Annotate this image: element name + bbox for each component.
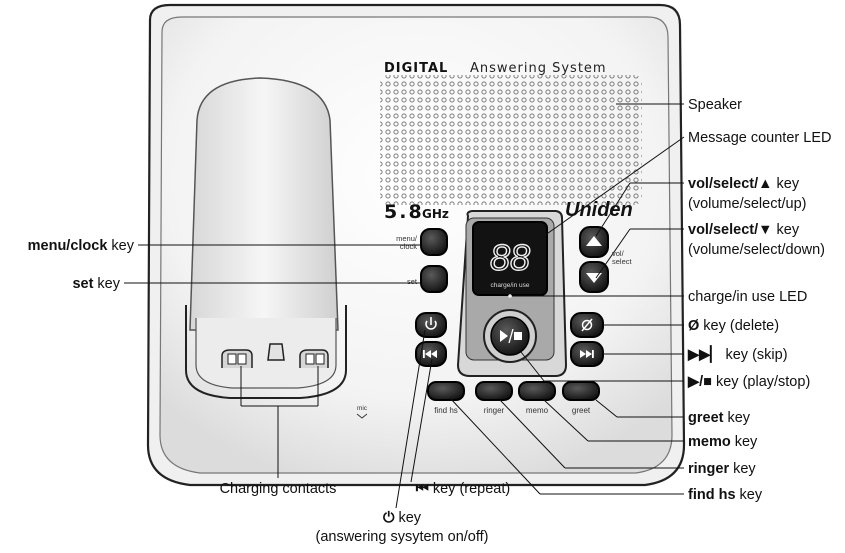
callout-menu-clock: menu/clock key bbox=[28, 238, 135, 254]
callout-play-stop: ▶/■ key (play/stop) bbox=[687, 374, 810, 390]
find-hs-label: find hs bbox=[434, 406, 458, 415]
callout-delete-text: key (delete) bbox=[699, 318, 779, 334]
callout-charge-led: charge/in use LED bbox=[688, 289, 807, 305]
callout-greet: greet key bbox=[688, 410, 751, 426]
ringer-label: ringer bbox=[484, 406, 505, 415]
callout-memo-text: key bbox=[731, 434, 758, 450]
callout-vol-up-text: key bbox=[772, 176, 799, 192]
frequency-value: 5.8 bbox=[384, 201, 424, 223]
callout-set: set key bbox=[72, 276, 120, 292]
callout-repeat-text: key (repeat) bbox=[429, 481, 510, 497]
led-caption: charge/in use bbox=[490, 282, 529, 289]
callout-vol-down-bold: vol/select/▼ bbox=[688, 222, 772, 238]
callout-vol-up-sub: (volume/select/up) bbox=[688, 196, 806, 212]
memo-label: memo bbox=[526, 406, 549, 415]
callout-delete-bold: Ø bbox=[688, 318, 699, 334]
power-icon bbox=[425, 317, 437, 330]
callout-play-stop-bold: ▶/■ bbox=[687, 374, 712, 390]
brand-answering-system: Answering System bbox=[470, 61, 607, 76]
mic-chevron-icon bbox=[356, 413, 368, 419]
callout-vol-down: vol/select/▼ key bbox=[688, 222, 800, 238]
callout-repeat-bold: ⏮ bbox=[416, 481, 430, 497]
uniden-logo: Uniden bbox=[565, 199, 633, 221]
callout-play-stop-text: key (play/stop) bbox=[712, 374, 810, 390]
greet-label: greet bbox=[572, 406, 591, 415]
frequency-unit: GHz bbox=[422, 207, 449, 221]
skip-button[interactable] bbox=[570, 341, 604, 367]
callout-skip: ▶▶▏ key (skip) bbox=[687, 344, 788, 364]
leader-lines bbox=[124, 103, 685, 509]
set-button[interactable] bbox=[420, 265, 448, 293]
greet-button[interactable] bbox=[562, 381, 600, 401]
message-counter-led: 88 charge/in use bbox=[472, 221, 548, 296]
callout-vol-down-sub: (volume/select/down) bbox=[688, 242, 825, 258]
callout-power-sub: (answering sysytem on/off) bbox=[316, 529, 489, 545]
callout-ringer: ringer key bbox=[688, 461, 756, 477]
find-hs-button[interactable] bbox=[427, 381, 465, 401]
callout-vol-up-bold: vol/select/▲ bbox=[688, 176, 772, 192]
play-stop-icon bbox=[500, 328, 522, 344]
delete-button[interactable] bbox=[570, 312, 604, 338]
callout-power-bold: ⏻ bbox=[383, 510, 395, 526]
charge-in-use-led bbox=[508, 294, 512, 298]
ringer-button[interactable] bbox=[475, 381, 513, 401]
vol-select-label-2: select bbox=[612, 257, 633, 266]
callout-memo-bold: memo bbox=[688, 434, 731, 450]
vol-select-up-button[interactable] bbox=[579, 226, 609, 258]
callout-charging-contacts: Charging contacts bbox=[220, 481, 337, 497]
callout-vol-up: vol/select/▲ key bbox=[688, 176, 800, 192]
callout-greet-bold: greet bbox=[688, 410, 724, 426]
memo-button[interactable] bbox=[518, 381, 556, 401]
vol-select-down-button[interactable] bbox=[579, 261, 609, 293]
skip-icon bbox=[580, 350, 594, 358]
menu-clock-button[interactable] bbox=[420, 228, 448, 256]
callout-delete: Ø key (delete) bbox=[688, 318, 779, 334]
callout-power-text: key bbox=[394, 510, 421, 526]
callout-ringer-bold: ringer bbox=[688, 461, 729, 477]
play-stop-button[interactable] bbox=[483, 309, 537, 363]
callout-skip-text: key (skip) bbox=[721, 347, 787, 363]
led-digits: 88 bbox=[490, 237, 530, 278]
delete-icon bbox=[581, 318, 593, 332]
menu-clock-label-2: clock bbox=[400, 242, 417, 251]
callout-repeat: ⏮ key (repeat) bbox=[416, 481, 510, 497]
menu-clock-label-1: menu/ bbox=[396, 234, 418, 243]
brand-digital: DIGITAL bbox=[384, 61, 448, 76]
callout-labels: Speaker Message counter LED vol/select/▲… bbox=[28, 97, 832, 545]
mic-label: mic bbox=[357, 405, 368, 412]
callout-greet-text: key bbox=[723, 410, 750, 426]
triangle-up-icon bbox=[586, 236, 602, 246]
speaker-grille bbox=[380, 75, 642, 205]
callout-menu-clock-bold: menu/clock bbox=[28, 238, 109, 254]
callout-find-hs-bold: find hs bbox=[688, 487, 736, 503]
vol-select-label-1: vol/ bbox=[612, 249, 625, 258]
callout-memo: memo key bbox=[688, 434, 758, 450]
callout-power: ⏻ key bbox=[383, 510, 422, 526]
callout-skip-bold: ▶▶▏ bbox=[687, 344, 721, 364]
callout-find-hs: find hs key bbox=[688, 487, 763, 503]
callout-set-text: key bbox=[93, 276, 120, 292]
repeat-icon bbox=[423, 350, 437, 358]
callout-menu-clock-text: key bbox=[107, 238, 134, 254]
set-label: set bbox=[407, 277, 418, 286]
callout-vol-down-text: key bbox=[772, 222, 799, 238]
callout-set-bold: set bbox=[72, 276, 93, 292]
handset-cradle bbox=[185, 77, 347, 399]
callout-find-hs-text: key bbox=[736, 487, 763, 503]
callout-ringer-text: key bbox=[729, 461, 756, 477]
callout-speaker: Speaker bbox=[688, 97, 742, 113]
callout-message-counter-led: Message counter LED bbox=[688, 130, 831, 146]
charging-contacts bbox=[221, 343, 329, 368]
power-button[interactable] bbox=[415, 312, 447, 338]
